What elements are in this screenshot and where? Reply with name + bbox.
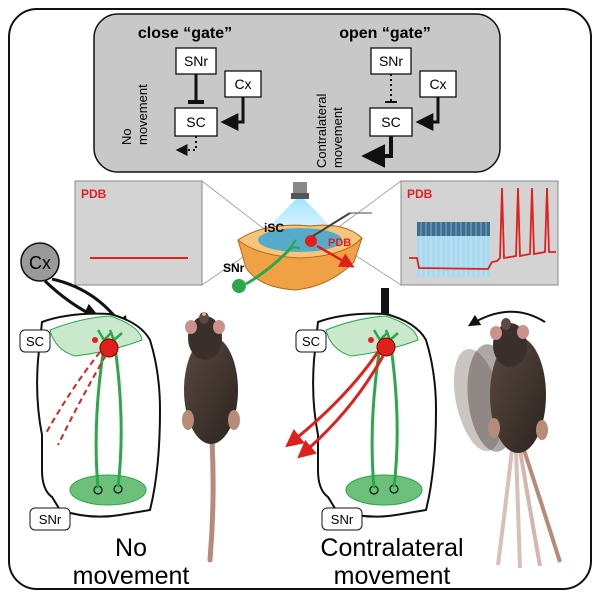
snr-neuron <box>232 279 246 293</box>
left-cx-label: Cx <box>29 253 51 273</box>
slice-snr-label: SNr <box>223 261 245 275</box>
open-gate-cx-box: Cx <box>429 76 446 92</box>
open-gate-side-label-2: movement <box>330 107 345 168</box>
close-gate-side-label-2: movement <box>135 84 150 145</box>
open-gate-side-label-1: Contralateral <box>314 93 329 168</box>
mouse-still-illustration <box>182 312 240 563</box>
close-gate-output-arrow <box>175 136 197 156</box>
left-caption-line2: movement <box>73 562 190 590</box>
left-brain-outline <box>36 312 162 518</box>
mouse-turning-illustration <box>453 310 562 569</box>
open-gate-sc-box: SC <box>381 114 400 130</box>
slice-preparation: iSC PDB SNr <box>223 182 372 293</box>
slice-isc-label: iSC <box>264 221 284 235</box>
close-gate-side-label-1: No <box>119 128 134 145</box>
left-red-neuron <box>99 338 119 358</box>
left-cx-bubble <box>20 242 60 282</box>
right-caption-line2: movement <box>334 562 451 590</box>
optic-fiber <box>381 288 389 318</box>
right-red-neuron <box>376 337 396 357</box>
close-gate-cx-box: Cx <box>234 76 251 92</box>
close-gate-cx-arrow <box>220 97 245 131</box>
pdb-neuron <box>305 235 317 247</box>
left-brain: Cx SC SNr No movement <box>19 242 190 590</box>
rotation-arrow <box>467 310 546 327</box>
left-sc-region <box>49 315 143 357</box>
left-caption-line1: No <box>115 534 147 562</box>
open-gate-cx-arrow <box>415 97 440 131</box>
open-gate-snr-box: SNr <box>379 53 403 69</box>
right-trace-label: PDB <box>407 187 433 201</box>
light-objective <box>293 182 307 196</box>
left-trace-label: PDB <box>81 187 107 201</box>
right-trace-line <box>409 187 556 270</box>
slice-pdb-label: PDB <box>328 237 351 249</box>
right-brain-outline <box>312 312 438 518</box>
open-gate-output-arrow <box>361 136 393 168</box>
right-brain: SC SNr Contralateral movement <box>285 288 464 590</box>
right-trace-inset: PDB <box>400 180 559 286</box>
close-gate-snr-box: SNr <box>184 53 208 69</box>
left-snr-region <box>69 474 147 506</box>
right-caption-line1: Contralateral <box>320 534 463 562</box>
left-trace-inset: PDB <box>74 180 203 286</box>
recording-pipette <box>312 212 351 237</box>
right-snr-region <box>345 474 423 506</box>
gate-panel: close “gate” SNr Cx SC No movement open … <box>93 13 501 173</box>
open-gate-title: open “gate” <box>339 25 431 42</box>
close-gate-sc-box: SC <box>186 114 205 130</box>
right-sc-label: SC <box>302 334 320 349</box>
left-snr-label: SNr <box>39 512 62 527</box>
close-gate-title: close “gate” <box>138 25 232 42</box>
right-snr-label: SNr <box>331 512 354 527</box>
left-sc-label: SC <box>26 334 44 349</box>
